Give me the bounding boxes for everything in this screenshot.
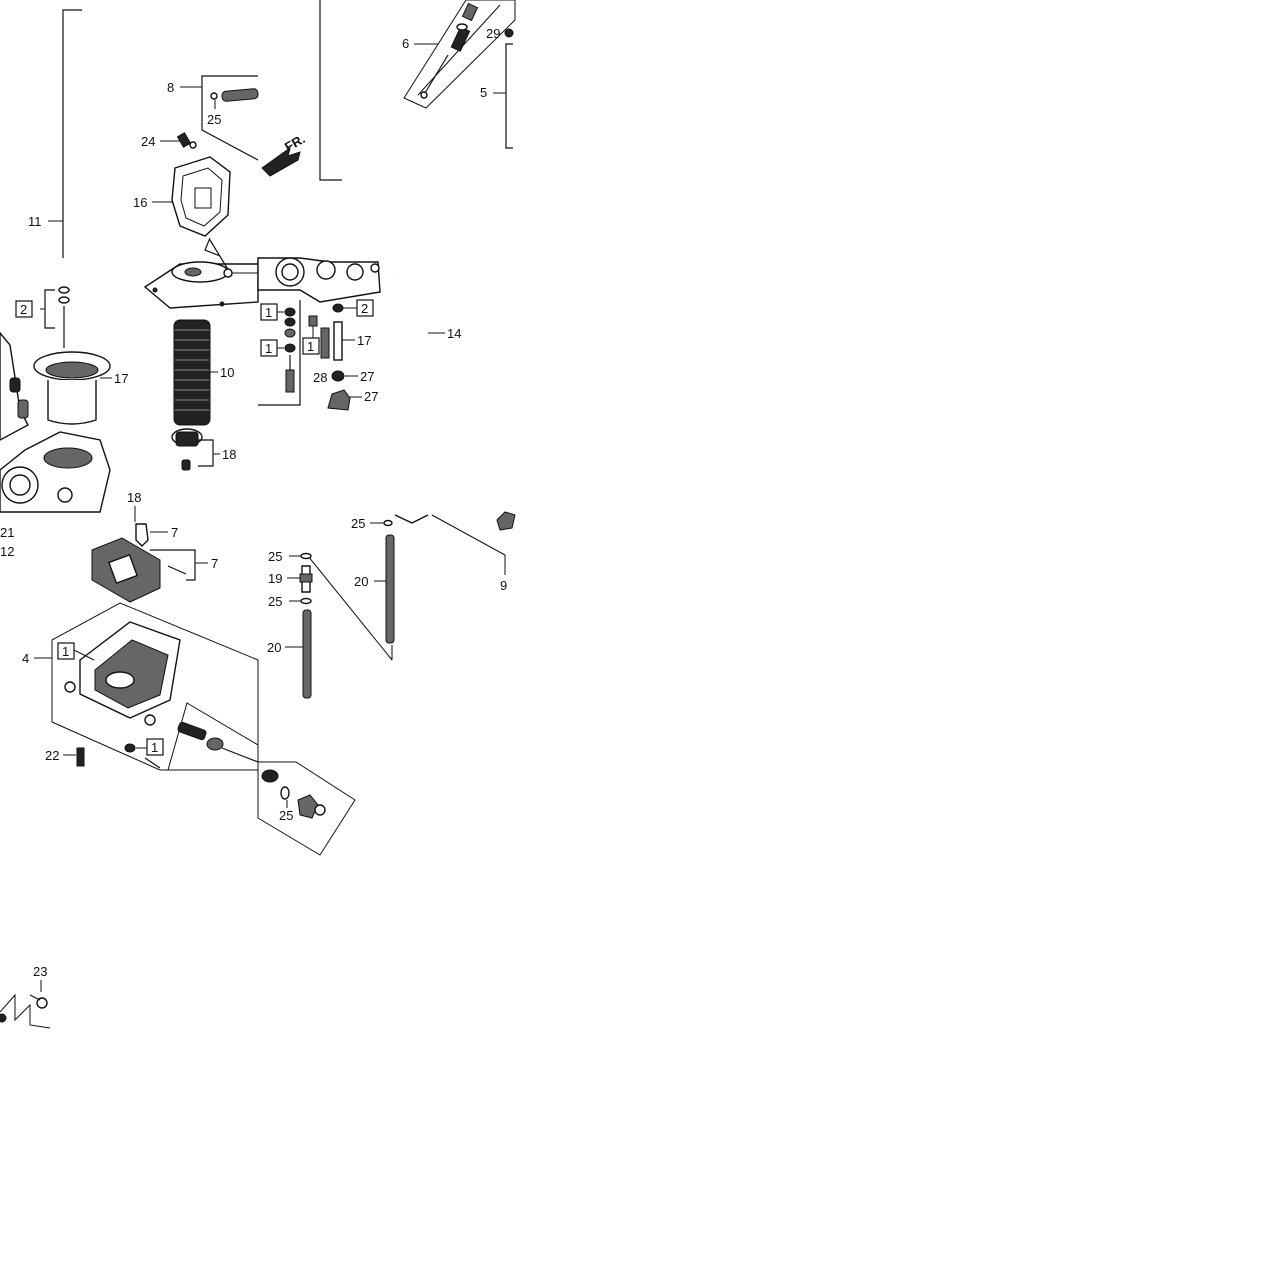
pilot-screw-assembly (124, 743, 161, 769)
hose-14 (395, 270, 445, 432)
callout-28: 28 (313, 370, 327, 385)
callout-24: 24 (141, 134, 155, 149)
boxed-label-1d-text: 1 (62, 644, 69, 659)
callout-15: 7 (171, 525, 178, 540)
boxed-label-1a (260, 303, 278, 321)
boxed-label-1b-text: 1 (265, 341, 272, 356)
callout-25: 25 (351, 516, 365, 531)
callout-26: 18 (127, 490, 141, 505)
jet-17 (332, 303, 357, 361)
carburetor-body-left (0, 331, 111, 513)
needle-valve-15 (134, 506, 168, 547)
callout-12: 12 (0, 544, 14, 559)
chamber-cap (143, 237, 259, 309)
callout-19: 19 (268, 571, 282, 586)
pin-assembly-2 (40, 286, 70, 348)
callout-20: 20 (267, 640, 281, 655)
float-bowl-4 (34, 602, 259, 771)
bracket-11 (48, 9, 82, 258)
callout-9: 9 (500, 578, 507, 593)
bracket-5 (493, 43, 513, 149)
callout-17: 17 (357, 333, 371, 348)
funnel-13 (33, 351, 112, 425)
boxed-label-1b (260, 339, 278, 357)
callout-25: 25 (207, 112, 221, 127)
callout-20: 20 (354, 574, 368, 589)
boxed-label-2-text: 2 (20, 302, 27, 317)
callout-22: 22 (45, 748, 59, 763)
spring-10 (173, 319, 218, 426)
callout-18: 27 (364, 389, 378, 404)
tube-assembly-20 (285, 519, 395, 699)
callout-13: 17 (114, 371, 128, 386)
parts-27-28-18 (327, 370, 362, 411)
boxed-label-1e (146, 738, 164, 756)
callout-4: 4 (22, 651, 29, 666)
callout-14: 14 (447, 326, 461, 341)
jet-assembly (258, 300, 301, 406)
needle-assembly-6 (403, 0, 516, 109)
plunger-assembly-25 (167, 702, 356, 856)
drain-screw-22 (63, 747, 85, 767)
callout-21: 21 (0, 525, 14, 540)
carburetor-body-center (257, 257, 381, 303)
boxed-label-2 (15, 300, 33, 318)
float-3 (91, 537, 208, 603)
callout-29: 29 (486, 26, 500, 41)
boxed-label-1c (302, 337, 320, 355)
cover-16 (152, 156, 231, 237)
piston-7 (171, 428, 220, 471)
callout-27: 27 (360, 369, 374, 384)
callout-23: 23 (33, 964, 47, 979)
boxed-label-1a-text: 1 (265, 305, 272, 320)
boxed-label-1e-text: 1 (151, 740, 158, 755)
boxed-label-2b (356, 299, 374, 317)
callout-7: 18 (222, 447, 236, 462)
bracket-9 (394, 511, 516, 575)
callout-11: 11 (28, 214, 42, 229)
callout-10: 10 (220, 365, 234, 380)
hose-8 (180, 75, 259, 161)
callout-25: 25 (268, 549, 282, 564)
callout-25: 25 (279, 808, 293, 823)
front-direction-arrow: FR. (261, 131, 308, 177)
screw-24 (160, 132, 197, 149)
callout-8: 8 (167, 80, 174, 95)
callout-16: 16 (133, 195, 147, 210)
callout-3: 7 (211, 556, 218, 571)
boxed-label-1c-text: 1 (307, 339, 314, 354)
boxed-label-2b-text: 2 (361, 301, 368, 316)
callout-25: 25 (268, 594, 282, 609)
callout-5: 5 (480, 85, 487, 100)
jet-small (308, 315, 330, 359)
frame-top-center (319, 0, 342, 181)
screw-23 (0, 980, 51, 1029)
boxed-label-1d (57, 642, 75, 660)
callout-6: 6 (402, 36, 409, 51)
